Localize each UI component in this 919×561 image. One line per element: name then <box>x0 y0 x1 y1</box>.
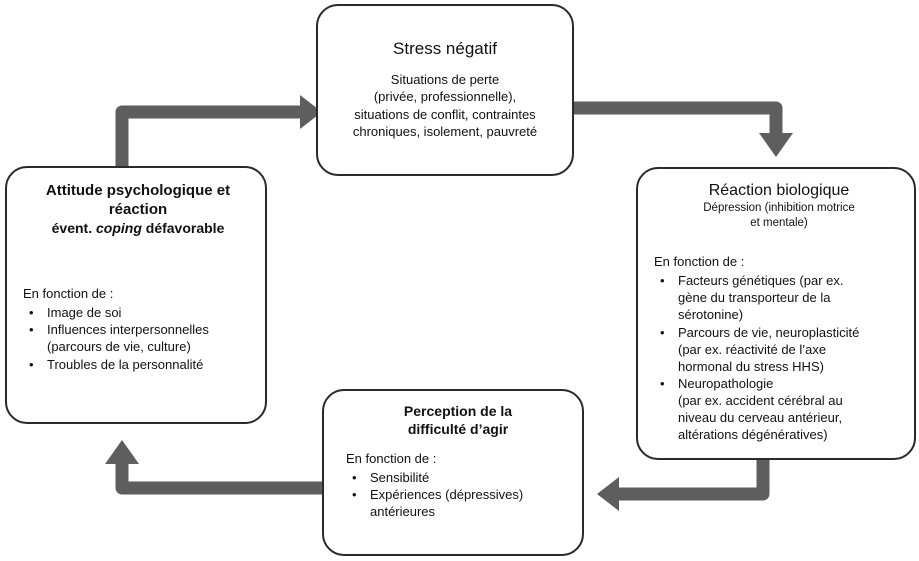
bio-factor-list: Facteurs génétiques (par ex. gène du tra… <box>654 272 904 444</box>
bio-factor-line: Facteurs génétiques (par ex. <box>678 273 844 289</box>
perception-factor-line: antérieures <box>370 504 436 520</box>
bio-box: Réaction biologique Dépression (inhibiti… <box>636 167 916 460</box>
arrow-bio-to-perception <box>617 460 770 501</box>
arrowhead-right <box>300 95 322 129</box>
bio-factor-line: niveau du cerveau antérieur, <box>678 410 843 426</box>
attitude-factor-line: (parcours de vie, culture) <box>47 339 191 355</box>
bio-factor-line: altérations dégénératives) <box>678 427 828 443</box>
stress-title: Stress négatif <box>393 39 497 58</box>
arrow-attitude-to-stress <box>115 105 302 168</box>
bio-factor-line: (par ex. accident cérébral au <box>678 393 843 409</box>
perception-factor-line: Sensibilité <box>370 470 430 486</box>
perception-factor-list: Sensibilité Expériences (dépressives) an… <box>346 469 570 520</box>
arrowhead-left <box>597 477 619 511</box>
stress-line: situations de conflit, contraintes <box>354 106 536 122</box>
bio-intro: En fonction de : <box>654 253 745 269</box>
perception-title-line: difficulté d’agir <box>407 420 509 437</box>
attitude-title: Attitude psychologique et réaction <box>23 182 253 220</box>
stress-box: Stress négatif Situations de perte (priv… <box>316 4 574 176</box>
attitude-title-line: Attitude psychologique et <box>45 182 231 199</box>
attitude-subtitle-coping: coping <box>95 219 142 236</box>
bio-subtitle-line: et mentale) <box>750 216 808 229</box>
attitude-factor-item: Image de soi <box>23 304 253 321</box>
bio-factor-line: gène du transporteur de la <box>678 290 831 306</box>
stress-line: chroniques, isolement, pauvreté <box>352 123 538 139</box>
perception-title: Perception de la difficulté d’agir <box>346 403 570 438</box>
bio-factor-line: (par ex. réactivité de l’axe <box>678 341 827 357</box>
stress-description: Situations de perte (privée, professionn… <box>328 71 562 140</box>
attitude-factor-line: Troubles de la personnalité <box>47 356 204 372</box>
perception-title-line: Perception de la <box>403 403 513 419</box>
attitude-subtitle-post: défavorable <box>141 219 225 236</box>
perception-factor-line: Expériences (dépressives) <box>370 487 524 503</box>
attitude-factor-item: Troubles de la personnalité <box>23 356 253 373</box>
bio-title: Réaction biologique <box>708 182 850 199</box>
perception-box: Perception de la difficulté d’agir En fo… <box>322 389 584 556</box>
bio-subtitle-line: Dépression (inhibition motrice <box>703 202 855 214</box>
attitude-box: Attitude psychologique et réaction évent… <box>5 166 267 424</box>
bio-factor-item: Neuropathologie (par ex. accident cérébr… <box>654 375 904 444</box>
perception-factor-item: Expériences (dépressives) antérieures <box>346 486 570 520</box>
attitude-title-line: réaction <box>108 200 168 218</box>
arrow-stress-to-bio <box>574 101 783 135</box>
attitude-subtitle: évent. coping défavorable <box>23 220 253 238</box>
arrowhead-up <box>105 440 139 464</box>
bio-factor-line: Parcours de vie, neuroplasticité <box>678 324 860 340</box>
attitude-factor-line: Image de soi <box>47 305 122 321</box>
perception-intro: En fonction de : <box>346 451 437 466</box>
attitude-factor-list: Image de soi Influences interpersonnelle… <box>23 304 253 373</box>
arrowhead-down <box>759 133 793 157</box>
bio-factor-line: sérotonine) <box>678 307 744 323</box>
bio-factor-line: hormonal du stress HHS) <box>678 358 824 374</box>
bio-factor-line: Neuropathologie <box>678 375 774 391</box>
attitude-subtitle-pre: évent. <box>51 219 96 236</box>
stress-line: Situations de perte <box>390 72 500 88</box>
stress-line: (privée, professionnelle), <box>373 89 517 105</box>
attitude-intro: En fonction de : <box>23 286 114 301</box>
attitude-factor-item: Influences interpersonnelles (parcours d… <box>23 321 253 355</box>
bio-subtitle: Dépression (inhibition motrice et mental… <box>654 201 904 231</box>
bio-factor-item: Facteurs génétiques (par ex. gène du tra… <box>654 272 904 323</box>
arrow-perception-to-attitude <box>115 462 322 495</box>
attitude-factor-line: Influences interpersonnelles <box>47 322 209 338</box>
perception-factor-item: Sensibilité <box>346 469 570 486</box>
bio-factor-item: Parcours de vie, neuroplasticité (par ex… <box>654 324 904 375</box>
